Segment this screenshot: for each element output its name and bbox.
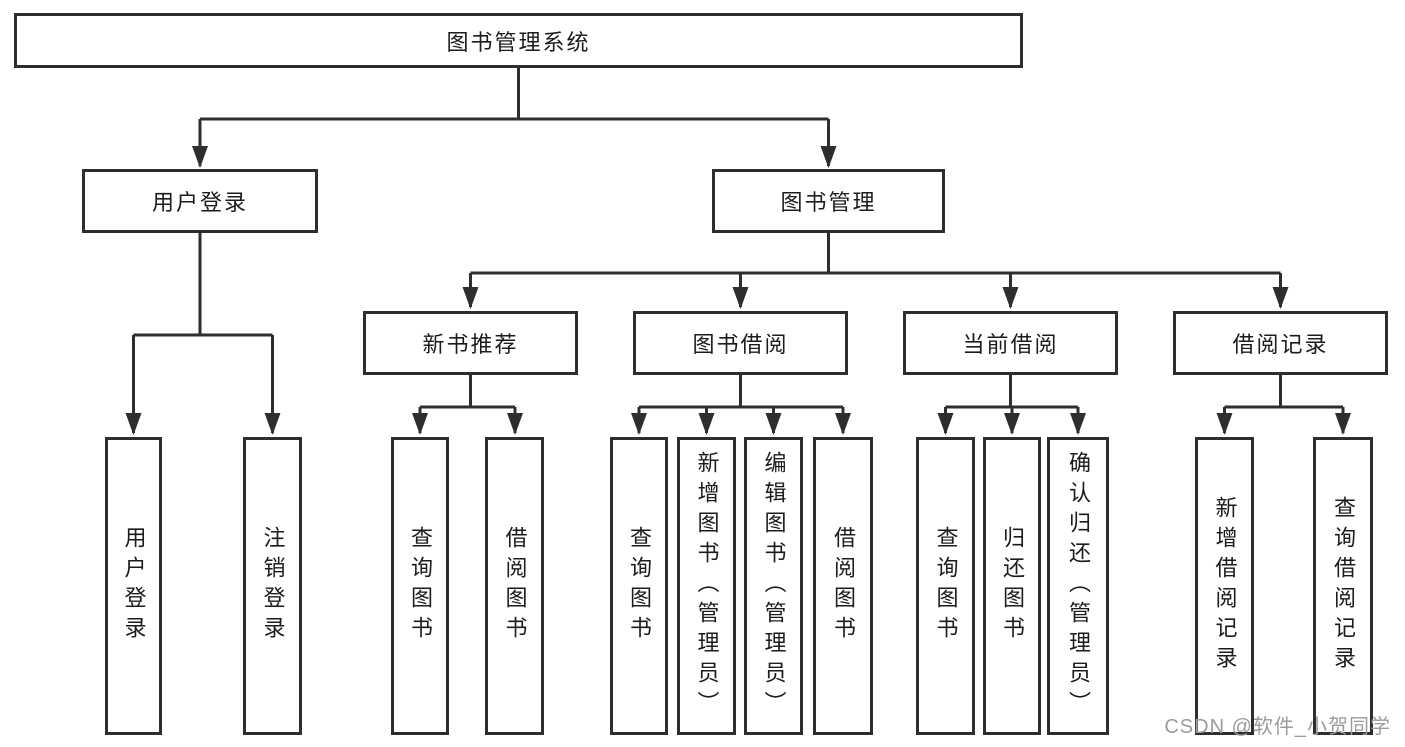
leaf-confirm-return-admin: 确认归还（管理员）	[1047, 437, 1109, 735]
leaf-query-books: 查询图书	[610, 437, 668, 735]
node-root-library-system: 图书管理系统	[14, 13, 1023, 68]
node-current-borrowing: 当前借阅	[903, 311, 1118, 375]
csdn-watermark: CSDN @软件_小贺同学	[1164, 716, 1391, 738]
node-book-borrowing: 图书借阅	[633, 311, 848, 375]
connector-user-login-to-leaves	[125, 233, 281, 435]
leaf-edit-books-admin: 编辑图书（管理员）	[744, 437, 803, 735]
leaf-label: 查询图书	[933, 526, 959, 646]
node-book-management: 图书管理	[712, 169, 945, 233]
leaf-query-books: 查询图书	[391, 437, 449, 735]
leaf-label: 用户登录	[121, 526, 147, 646]
connector-current-borrow-to-leaves	[937, 375, 1086, 435]
leaf-return-books: 归还图书	[983, 437, 1041, 735]
leaf-label: 借阅图书	[831, 526, 856, 646]
leaf-add-borrow-record: 新增借阅记录	[1195, 437, 1254, 735]
leaf-logout: 注销登录	[243, 437, 302, 735]
leaf-borrow-books: 借阅图书	[485, 437, 544, 735]
leaf-add-books-admin: 新增图书（管理员）	[677, 437, 736, 735]
leaf-label: 新增图书（管理员）	[694, 451, 720, 721]
leaf-label: 查询图书	[408, 526, 433, 646]
node-borrowing-records: 借阅记录	[1173, 311, 1388, 375]
leaf-query-books: 查询图书	[916, 437, 975, 735]
connector-borrow-records-to-leaves	[1216, 375, 1351, 435]
leaf-label: 借阅图书	[502, 526, 528, 646]
connector-book-mgmt-to-level2	[462, 233, 1289, 309]
node-user-login: 用户登录	[82, 169, 318, 233]
leaf-label: 注销登录	[260, 526, 286, 646]
leaf-borrow-books: 借阅图书	[813, 437, 873, 735]
leaf-label: 确认归还（管理员）	[1066, 451, 1091, 721]
leaf-label: 新增借阅记录	[1212, 496, 1238, 676]
leaf-label: 编辑图书（管理员）	[761, 451, 787, 721]
leaf-label: 归还图书	[1000, 526, 1025, 646]
leaf-label: 查询图书	[627, 526, 652, 646]
leaf-label: 查询借阅记录	[1331, 496, 1356, 676]
connector-book-borrow-to-leaves	[631, 375, 851, 435]
node-new-book-recommendation: 新书推荐	[363, 311, 578, 375]
leaf-query-borrow-record: 查询借阅记录	[1313, 437, 1373, 735]
leaf-user-login: 用户登录	[105, 437, 162, 735]
connector-root-to-level1	[192, 68, 837, 168]
connector-new-book-rec-to-leaves	[412, 375, 523, 435]
